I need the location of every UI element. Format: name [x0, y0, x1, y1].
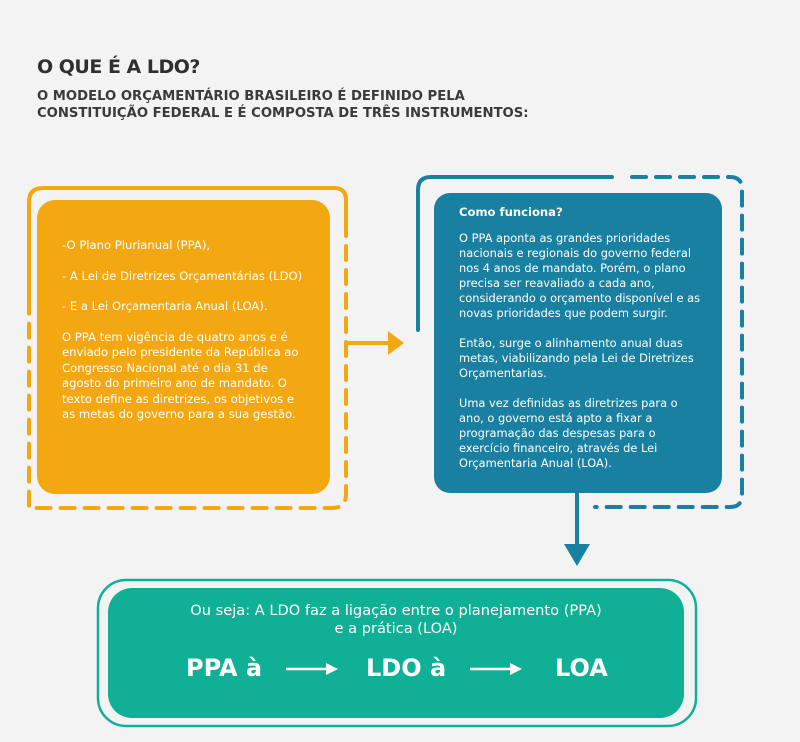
blue-arrow-head-icon: [564, 544, 590, 566]
summary-box: Ou seja: A LDO faz a ligação entre o pla…: [108, 588, 684, 718]
flow-loa-label: LOA: [555, 654, 608, 682]
page-title: O QUE É A LDO?: [37, 56, 200, 78]
how-it-works-paragraph-3: Uma vez definidas as diretrizes para o a…: [459, 396, 678, 470]
ppa-description: O PPA tem vigência de quatro anos e é en…: [62, 329, 299, 422]
orange-arrow-head-icon: [388, 331, 404, 355]
blue-outline-solid: [416, 175, 614, 332]
green-outline: [96, 578, 698, 728]
page-subtitle: O MODELO ORÇAMENTÁRIO BRASILEIRO É DEFIN…: [37, 89, 529, 121]
summary-line: Ou seja: A LDO faz a ligação entre o pla…: [190, 602, 602, 637]
flow-arrow-2-icon: [470, 663, 522, 675]
orange-outline-dashed: [27, 220, 348, 510]
orange-outline-solid: [27, 186, 348, 302]
how-it-works-box: Como funciona? O PPA aponta as grandes p…: [434, 193, 722, 493]
list-item-ppa: -O Plano Plurianual (PPA),: [62, 238, 211, 252]
how-it-works-heading: Como funciona?: [459, 205, 563, 219]
list-item-loa: - E a Lei Orçamentaria Anual (LOA).: [62, 299, 268, 313]
flow-ppa-label: PPA à: [186, 654, 263, 682]
ppa-info-box: -O Plano Plurianual (PPA), - A Lei de Di…: [37, 200, 330, 494]
blue-outline-dashed: [593, 175, 744, 509]
list-item-ldo: - A Lei de Diretrizes Orçamentárias (LDO…: [62, 268, 303, 283]
how-it-works-paragraph-2: Então, surge o alinhamento anual duas me…: [459, 336, 694, 380]
how-it-works-paragraph-1: O PPA aponta as grandes prioridades naci…: [459, 231, 701, 320]
flow-arrow-1-icon: [286, 663, 338, 675]
flow-ldo-label: LDO à: [366, 654, 447, 682]
summary-text: Ou seja: A LDO faz a ligação entre o pla…: [108, 602, 684, 638]
